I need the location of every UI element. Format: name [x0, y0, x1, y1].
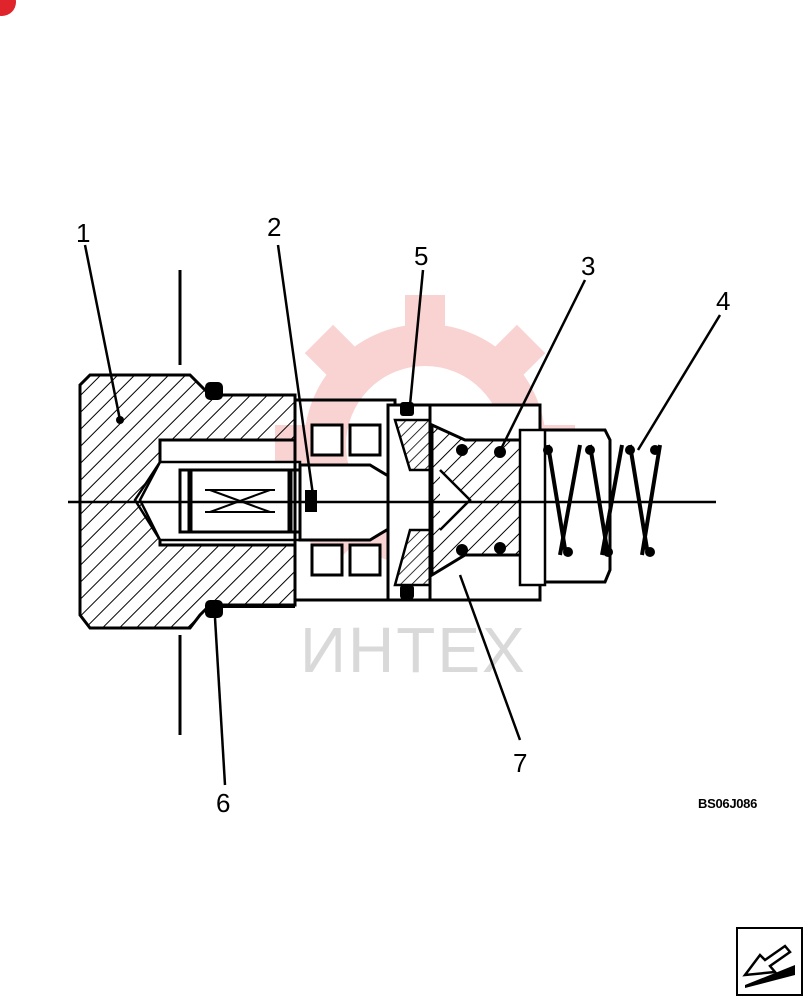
- callout-1: 1: [76, 218, 90, 248]
- page-turn-arrow-icon[interactable]: [736, 927, 803, 996]
- mid-ports: [310, 423, 382, 577]
- callout-4: 4: [716, 286, 730, 316]
- oring-6-bottom: [205, 600, 223, 618]
- poppet-cone: [439, 469, 472, 531]
- callout-7: 7: [513, 748, 527, 778]
- leader-dot-1: [116, 416, 124, 424]
- callout-5: 5: [414, 241, 428, 271]
- end-cap-step: [518, 428, 547, 587]
- callout-6: 6: [216, 788, 230, 818]
- figure-code: BS06J086: [698, 796, 757, 811]
- watermark-text: ИНТЕХ: [300, 614, 527, 686]
- spring-coils: [546, 444, 662, 556]
- callout-2: 2: [267, 212, 281, 242]
- oring-6-top: [205, 382, 223, 400]
- oring-5-bottom: [400, 585, 414, 599]
- spring-dots: [543, 445, 660, 557]
- oring-5-top: [400, 402, 414, 416]
- bore-cone: [133, 461, 162, 541]
- corner-mark: [0, 0, 16, 16]
- leader-lines: [83, 244, 722, 786]
- callout-3: 3: [581, 251, 595, 281]
